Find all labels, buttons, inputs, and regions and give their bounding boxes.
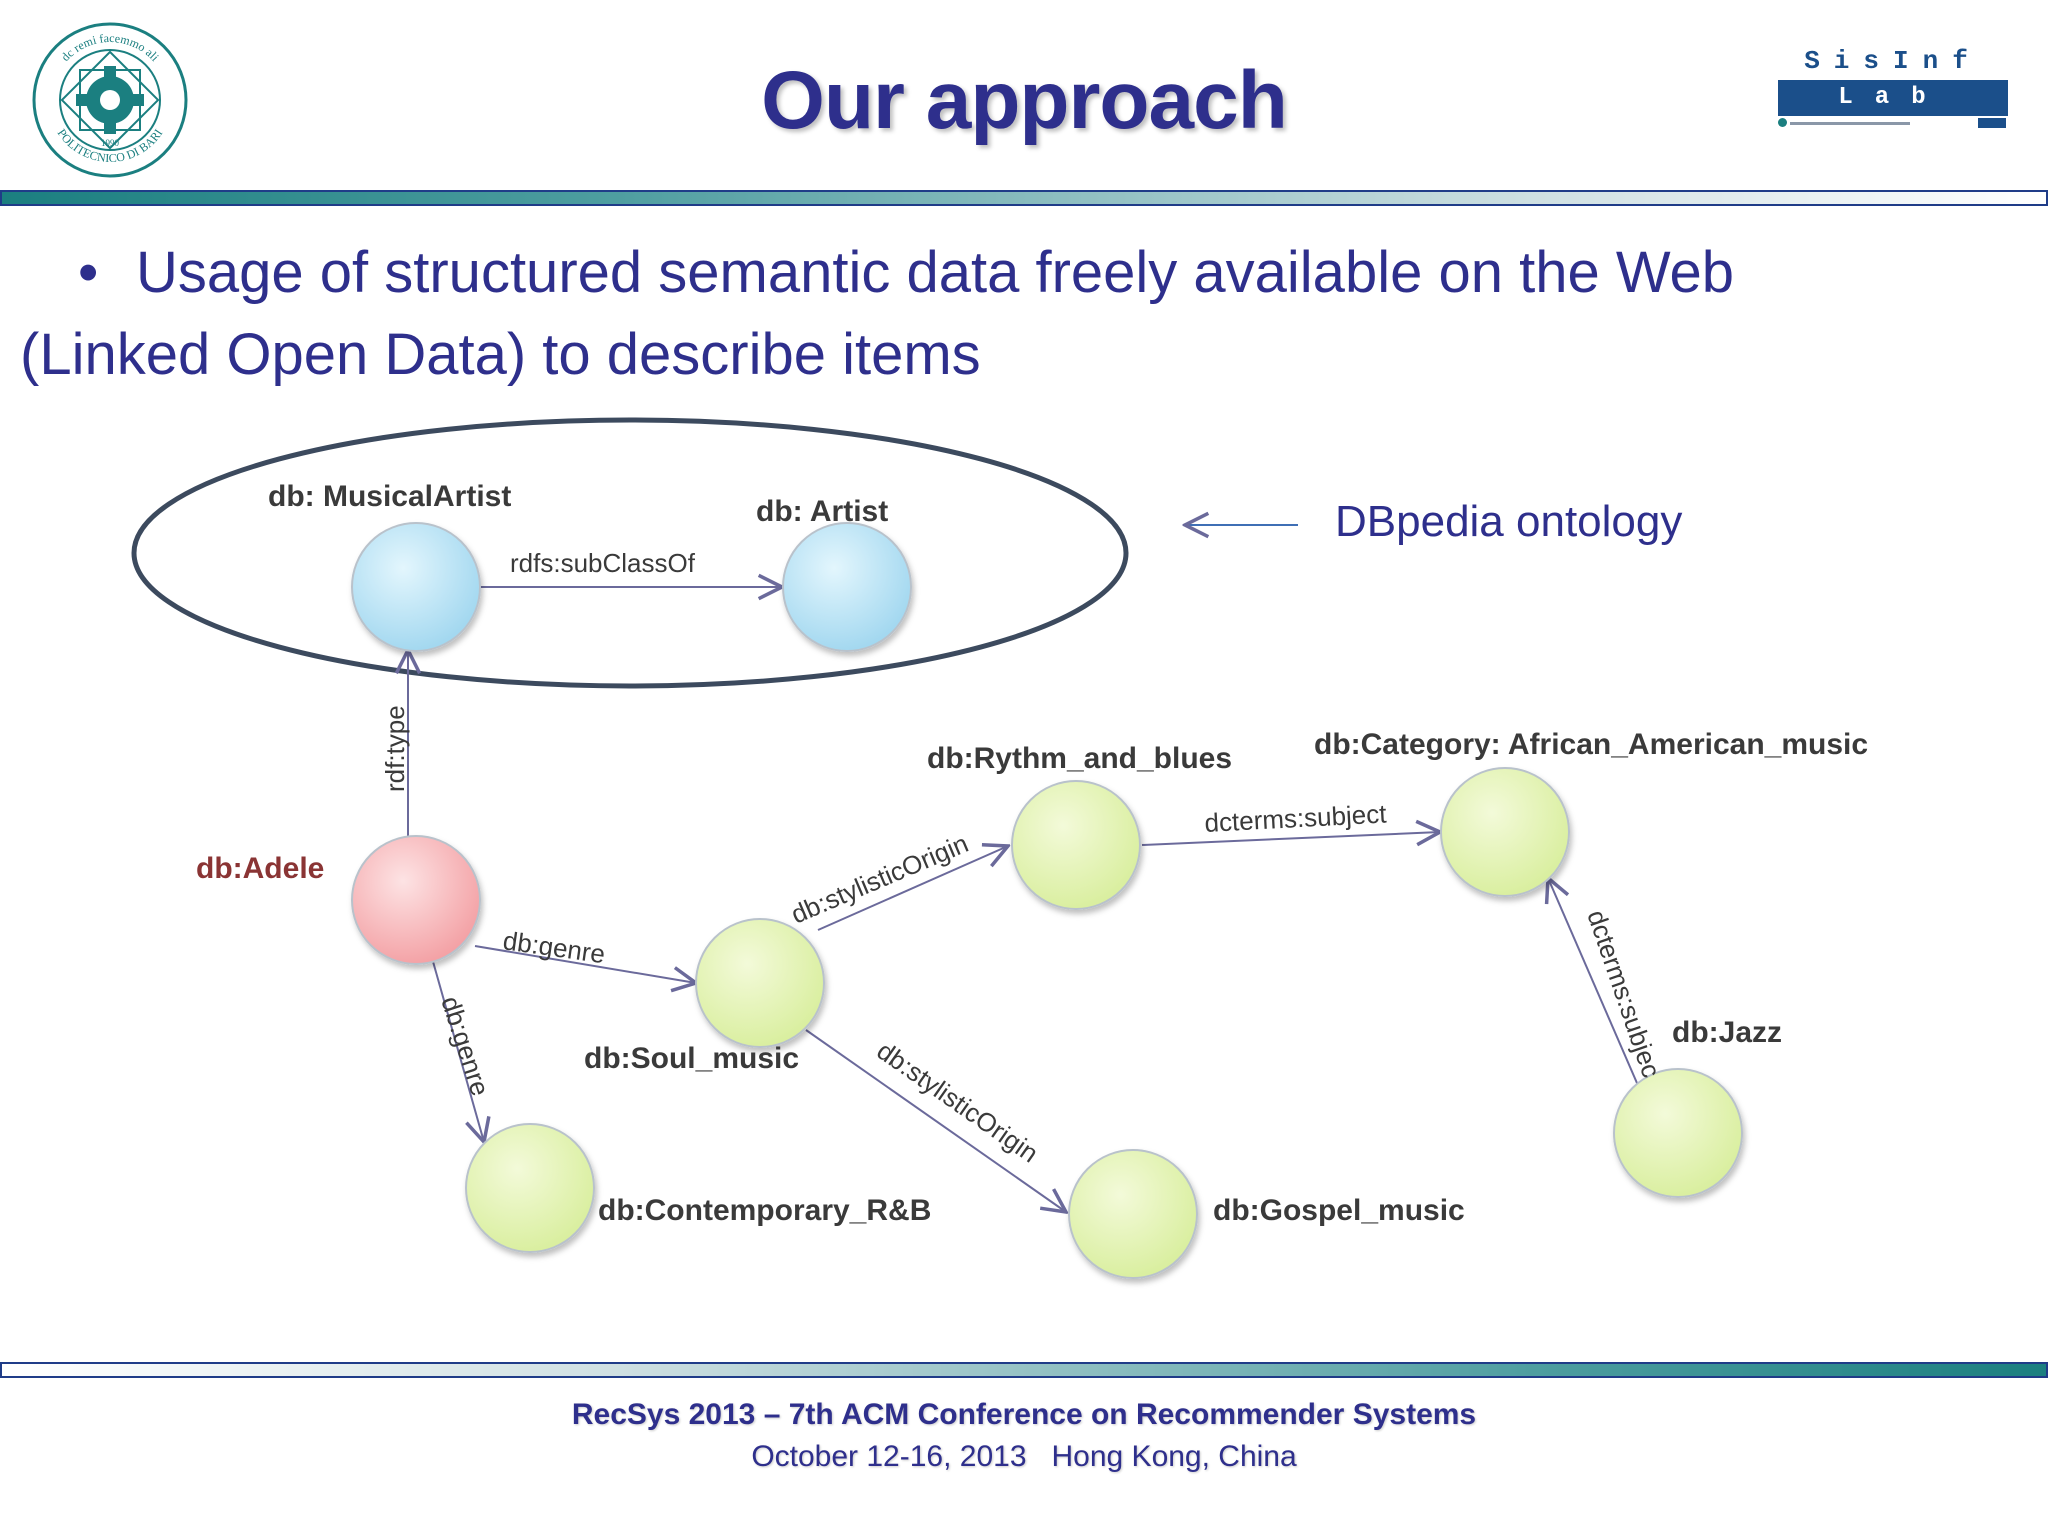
knowledge-graph-diagram: DBpedia ontology db: MusicalArti [131, 417, 1868, 1279]
node-adele [351, 835, 481, 965]
sisinf-lab-logo: SisInf Lab [1778, 46, 2008, 146]
label-contemporary-rnb: db:Contemporary_R&B [598, 1194, 931, 1227]
label-category: db:Category: African_American_music [1314, 728, 1868, 761]
lab-subline [1778, 116, 2008, 130]
top-divider-band [0, 190, 2048, 206]
label-stylistic-origin-1: db:stylisticOrigin [787, 828, 973, 930]
edge-stylistic-gospel [805, 1029, 1066, 1212]
logo-year: 1990 [101, 138, 120, 148]
node-category [1440, 767, 1570, 897]
edge-genre-soul [474, 945, 696, 983]
politecnico-logo: dc remi facemmo ali POLITECNICO DI BARI … [30, 20, 190, 185]
sisinf-text: SisInf [1804, 46, 1982, 76]
node-rythm-and-blues [1011, 780, 1141, 910]
label-genre-2: db:genre [435, 993, 495, 1100]
label-rdf-type: rdf:type [380, 705, 410, 792]
edge-dcterms-rnb [1141, 832, 1440, 845]
label-rythm-and-blues: db:Rythm_and_blues [927, 742, 1232, 775]
node-contemporary-rnb [465, 1123, 595, 1253]
bullet-symbol: • [78, 240, 99, 305]
slide-title: Our approach [761, 55, 1288, 146]
label-soul-music: db:Soul_music [584, 1042, 799, 1075]
bullet-line-1: Usage of structured semantic data freely… [136, 240, 1735, 305]
label-dcterms-1: dcterms:subject [1204, 798, 1388, 838]
label-musical-artist: db: MusicalArtist [268, 480, 511, 513]
bottom-divider-band [0, 1362, 2048, 1378]
label-subclassof: rdfs:subClassOf [510, 548, 696, 578]
node-soul-music [695, 918, 825, 1048]
bullet-text: • Usage of structured semantic data freel… [20, 232, 1978, 396]
ontology-ellipse [131, 417, 1129, 689]
bullet-line-2: (Linked Open Data) to describe items [20, 322, 981, 387]
edge-dcterms-jazz [1548, 878, 1641, 1091]
label-stylistic-origin-2: db:stylisticOrigin [872, 1035, 1044, 1168]
lab-text: Lab [1778, 80, 2008, 116]
node-gospel-music [1068, 1149, 1198, 1279]
label-artist: db: Artist [756, 495, 888, 528]
node-artist [782, 522, 912, 652]
edge-stylistic-rnb [817, 846, 1008, 931]
label-adele: db:Adele [196, 852, 324, 885]
footer-conference: RecSys 2013 – 7th ACM Conference on Reco… [571, 1398, 1477, 1431]
node-musical-artist [351, 522, 481, 652]
ontology-label: DBpedia ontology [1335, 497, 1682, 546]
edge-genre-contemporary [431, 957, 484, 1142]
label-jazz: db:Jazz [1672, 1016, 1782, 1049]
footer-date-place: October 12-16, 2013 Hong Kong, China [751, 1440, 1297, 1473]
label-gospel-music: db:Gospel_music [1213, 1194, 1465, 1227]
label-genre-1: db:genre [501, 925, 607, 969]
node-jazz [1613, 1068, 1743, 1198]
